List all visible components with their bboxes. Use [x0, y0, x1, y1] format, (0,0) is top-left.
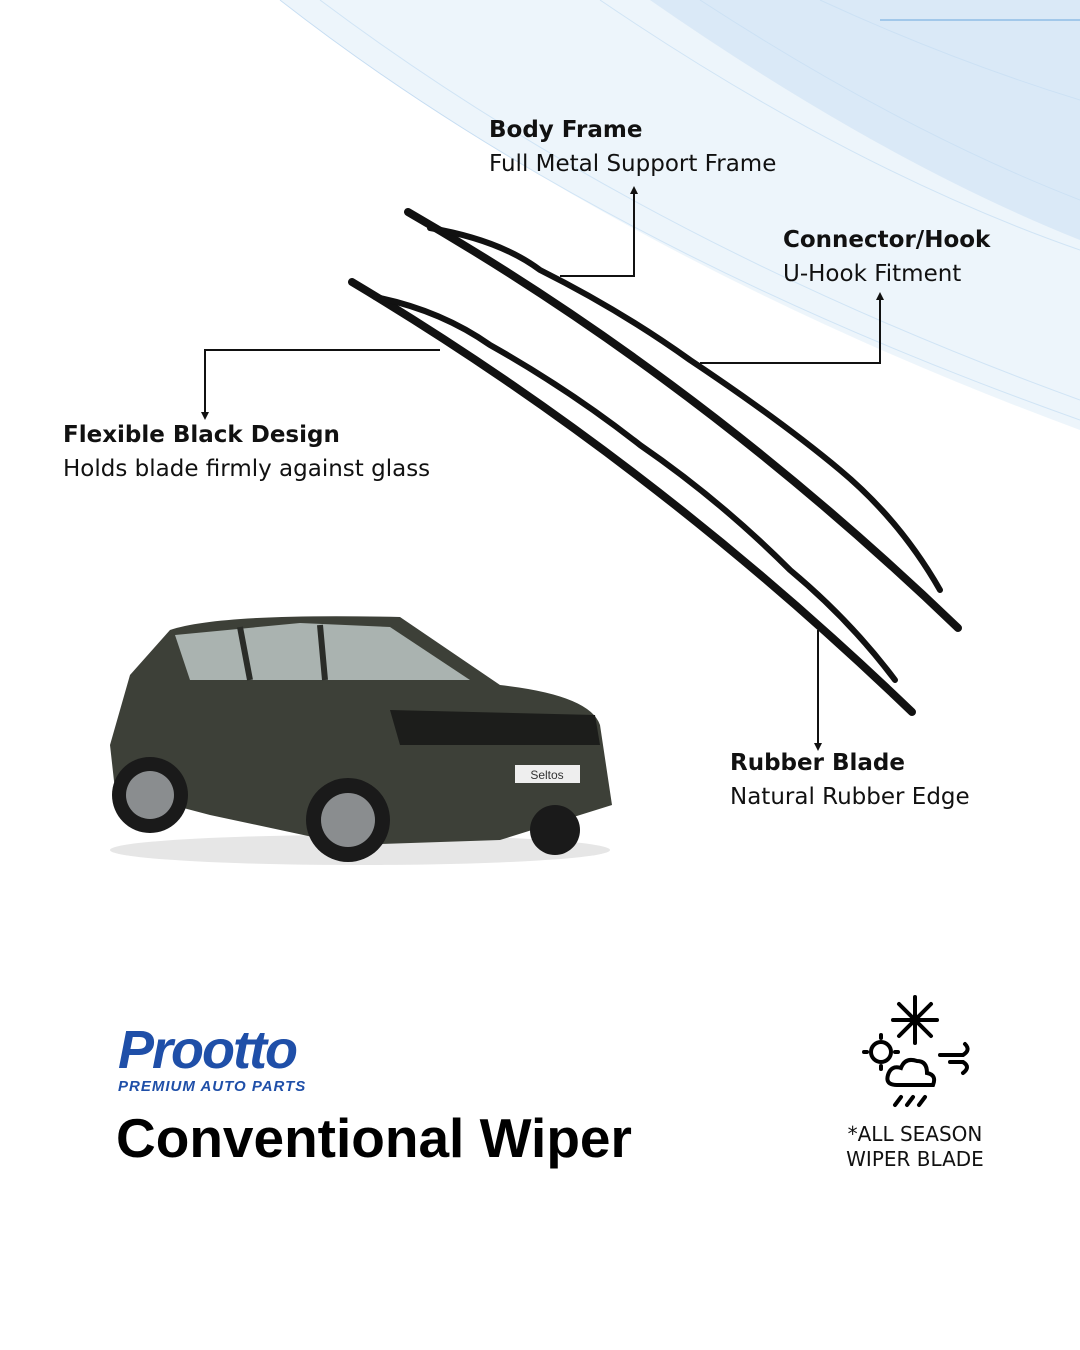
callout-subtitle: U-Hook Fitment: [783, 261, 962, 287]
callout-lines: [204, 192, 881, 745]
license-plate-text: Seltos: [530, 768, 563, 782]
callout-connector: Connector/Hook U-Hook Fitment: [783, 227, 990, 287]
all-season-badge: *ALL SEASON WIPER BLADE: [830, 1122, 1000, 1172]
callout-flexible-design: Flexible Black Design Holds blade firmly…: [63, 422, 430, 482]
callout-title: Rubber Blade: [730, 750, 905, 776]
car-image: Seltos: [110, 616, 612, 865]
sun-icon: [862, 1033, 900, 1071]
brand-logo: Prootto PREMIUM AUTO PARTS: [118, 1022, 306, 1095]
callout-subtitle: Holds blade firmly against glass: [63, 456, 431, 482]
wiper-blade-bottom: [348, 278, 916, 716]
cloud-rain-icon: [885, 1057, 937, 1107]
all-weather-icon: [862, 995, 970, 1107]
callout-title: Flexible Black Design: [63, 422, 340, 448]
callout-rubber-blade: Rubber Blade Natural Rubber Edge: [730, 750, 970, 810]
license-plate: [515, 765, 580, 783]
brand-tagline: PREMIUM AUTO PARTS: [118, 1078, 307, 1095]
wiper-diagram: [201, 186, 962, 751]
product-title: Conventional Wiper: [116, 1107, 632, 1169]
wind-icon: [938, 1042, 970, 1075]
wiper-blade-top: [404, 208, 962, 632]
callout-body-frame: Body Frame Full Metal Support Frame: [489, 117, 776, 177]
callout-title: Body Frame: [489, 117, 643, 143]
brand-name: Prootto: [118, 1020, 298, 1080]
callout-subtitle: Natural Rubber Edge: [730, 784, 970, 810]
badge-line-2: WIPER BLADE: [846, 1147, 984, 1171]
callout-title: Connector/Hook: [783, 227, 991, 253]
callout-arrowheads: [201, 186, 884, 751]
callout-subtitle: Full Metal Support Frame: [489, 151, 777, 177]
snowflake-icon: [891, 995, 939, 1045]
badge-line-1: *ALL SEASON: [847, 1122, 983, 1146]
